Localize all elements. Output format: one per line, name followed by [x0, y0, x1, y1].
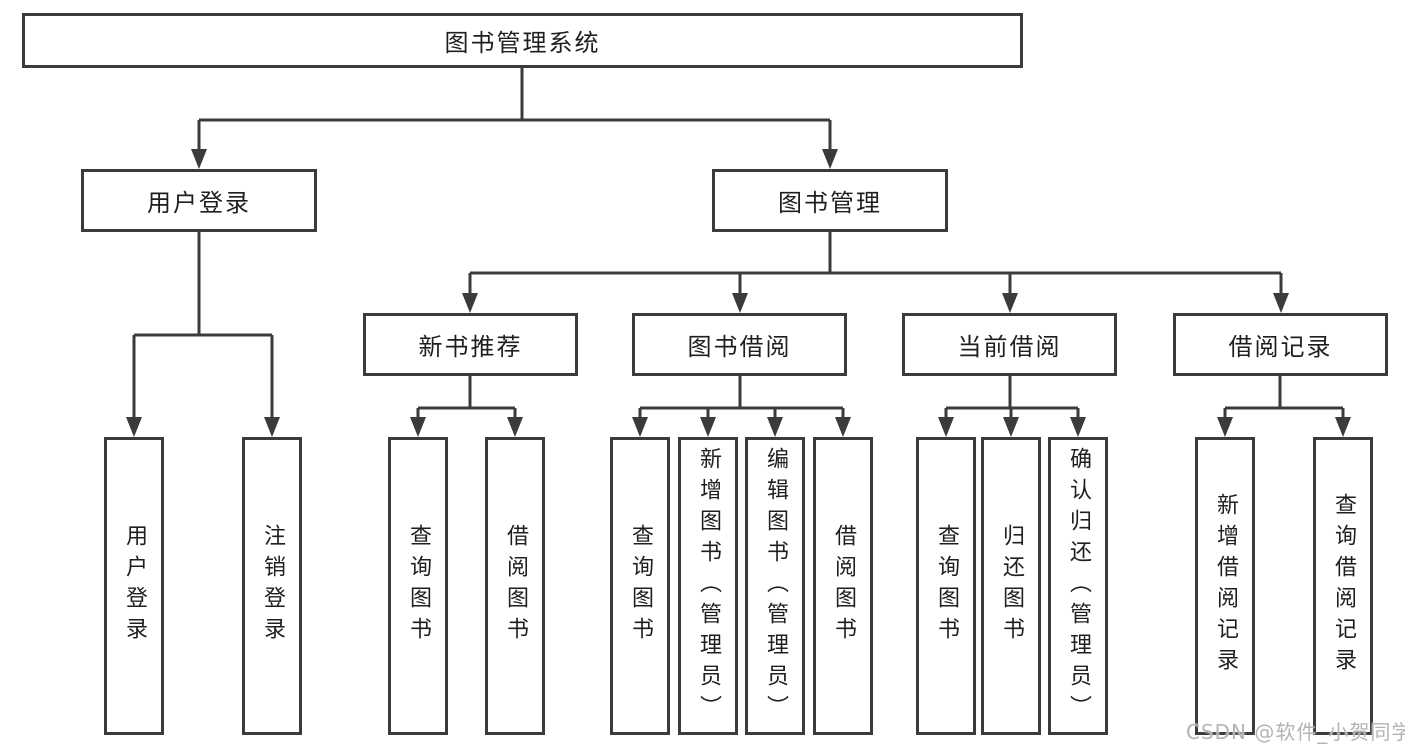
node-leaf-user-login: 用户登录 — [104, 437, 164, 735]
node-leaf-logout-login: 注销登录 — [242, 437, 302, 735]
node-book-borrow: 图书借阅 — [632, 313, 847, 376]
node-label: 用户登录 — [122, 524, 147, 648]
node-label: 新增借阅记录 — [1213, 493, 1238, 679]
node-leaf-confirm-return-admin: 确认归还（管理员） — [1048, 437, 1108, 735]
node-borrow-record: 借阅记录 — [1173, 313, 1388, 376]
node-label: 新增图书（管理员） — [696, 446, 721, 726]
node-current-borrow: 当前借阅 — [902, 313, 1117, 376]
node-label: 确认归还（管理员） — [1066, 446, 1091, 726]
node-label: 查询图书 — [406, 524, 431, 648]
node-label: 注销登录 — [260, 524, 285, 648]
node-label: 查询图书 — [934, 524, 959, 648]
node-label: 用户登录 — [147, 189, 251, 217]
node-label: 借阅图书 — [831, 524, 856, 648]
node-leaf-borrow-book: 借阅图书 — [813, 437, 873, 735]
node-leaf-query-book-current: 查询图书 — [916, 437, 976, 735]
node-book-management: 图书管理 — [712, 169, 948, 232]
node-label: 编辑图书（管理员） — [763, 446, 788, 726]
node-label: 图书管理 — [778, 189, 882, 217]
node-label: 借阅记录 — [1228, 333, 1333, 361]
node-root: 图书管理系统 — [22, 13, 1023, 68]
node-leaf-query-book-recommend: 查询图书 — [388, 437, 448, 735]
node-leaf-add-book-admin: 新增图书（管理员） — [678, 437, 738, 735]
node-label: 新书推荐 — [418, 333, 523, 361]
node-label: 归还图书 — [999, 524, 1024, 648]
node-leaf-return-book: 归还图书 — [981, 437, 1041, 735]
node-leaf-query-borrow-record: 查询借阅记录 — [1313, 437, 1373, 735]
node-label: 借阅图书 — [503, 524, 528, 648]
node-label: 图书管理系统 — [444, 29, 601, 57]
node-user-login: 用户登录 — [81, 169, 317, 232]
node-label: 查询图书 — [628, 524, 653, 648]
node-leaf-edit-book-admin: 编辑图书（管理员） — [745, 437, 805, 735]
node-new-book-recommend: 新书推荐 — [363, 313, 578, 376]
node-leaf-borrow-book-recommend: 借阅图书 — [485, 437, 545, 735]
node-label: 当前借阅 — [957, 333, 1062, 361]
node-leaf-query-book-borrow: 查询图书 — [610, 437, 670, 735]
csdn-watermark: CSDN @软件_小贺同学 — [1186, 720, 1405, 744]
node-leaf-add-borrow-record: 新增借阅记录 — [1195, 437, 1255, 735]
node-label: 查询借阅记录 — [1331, 493, 1356, 679]
node-label: 图书借阅 — [687, 333, 792, 361]
